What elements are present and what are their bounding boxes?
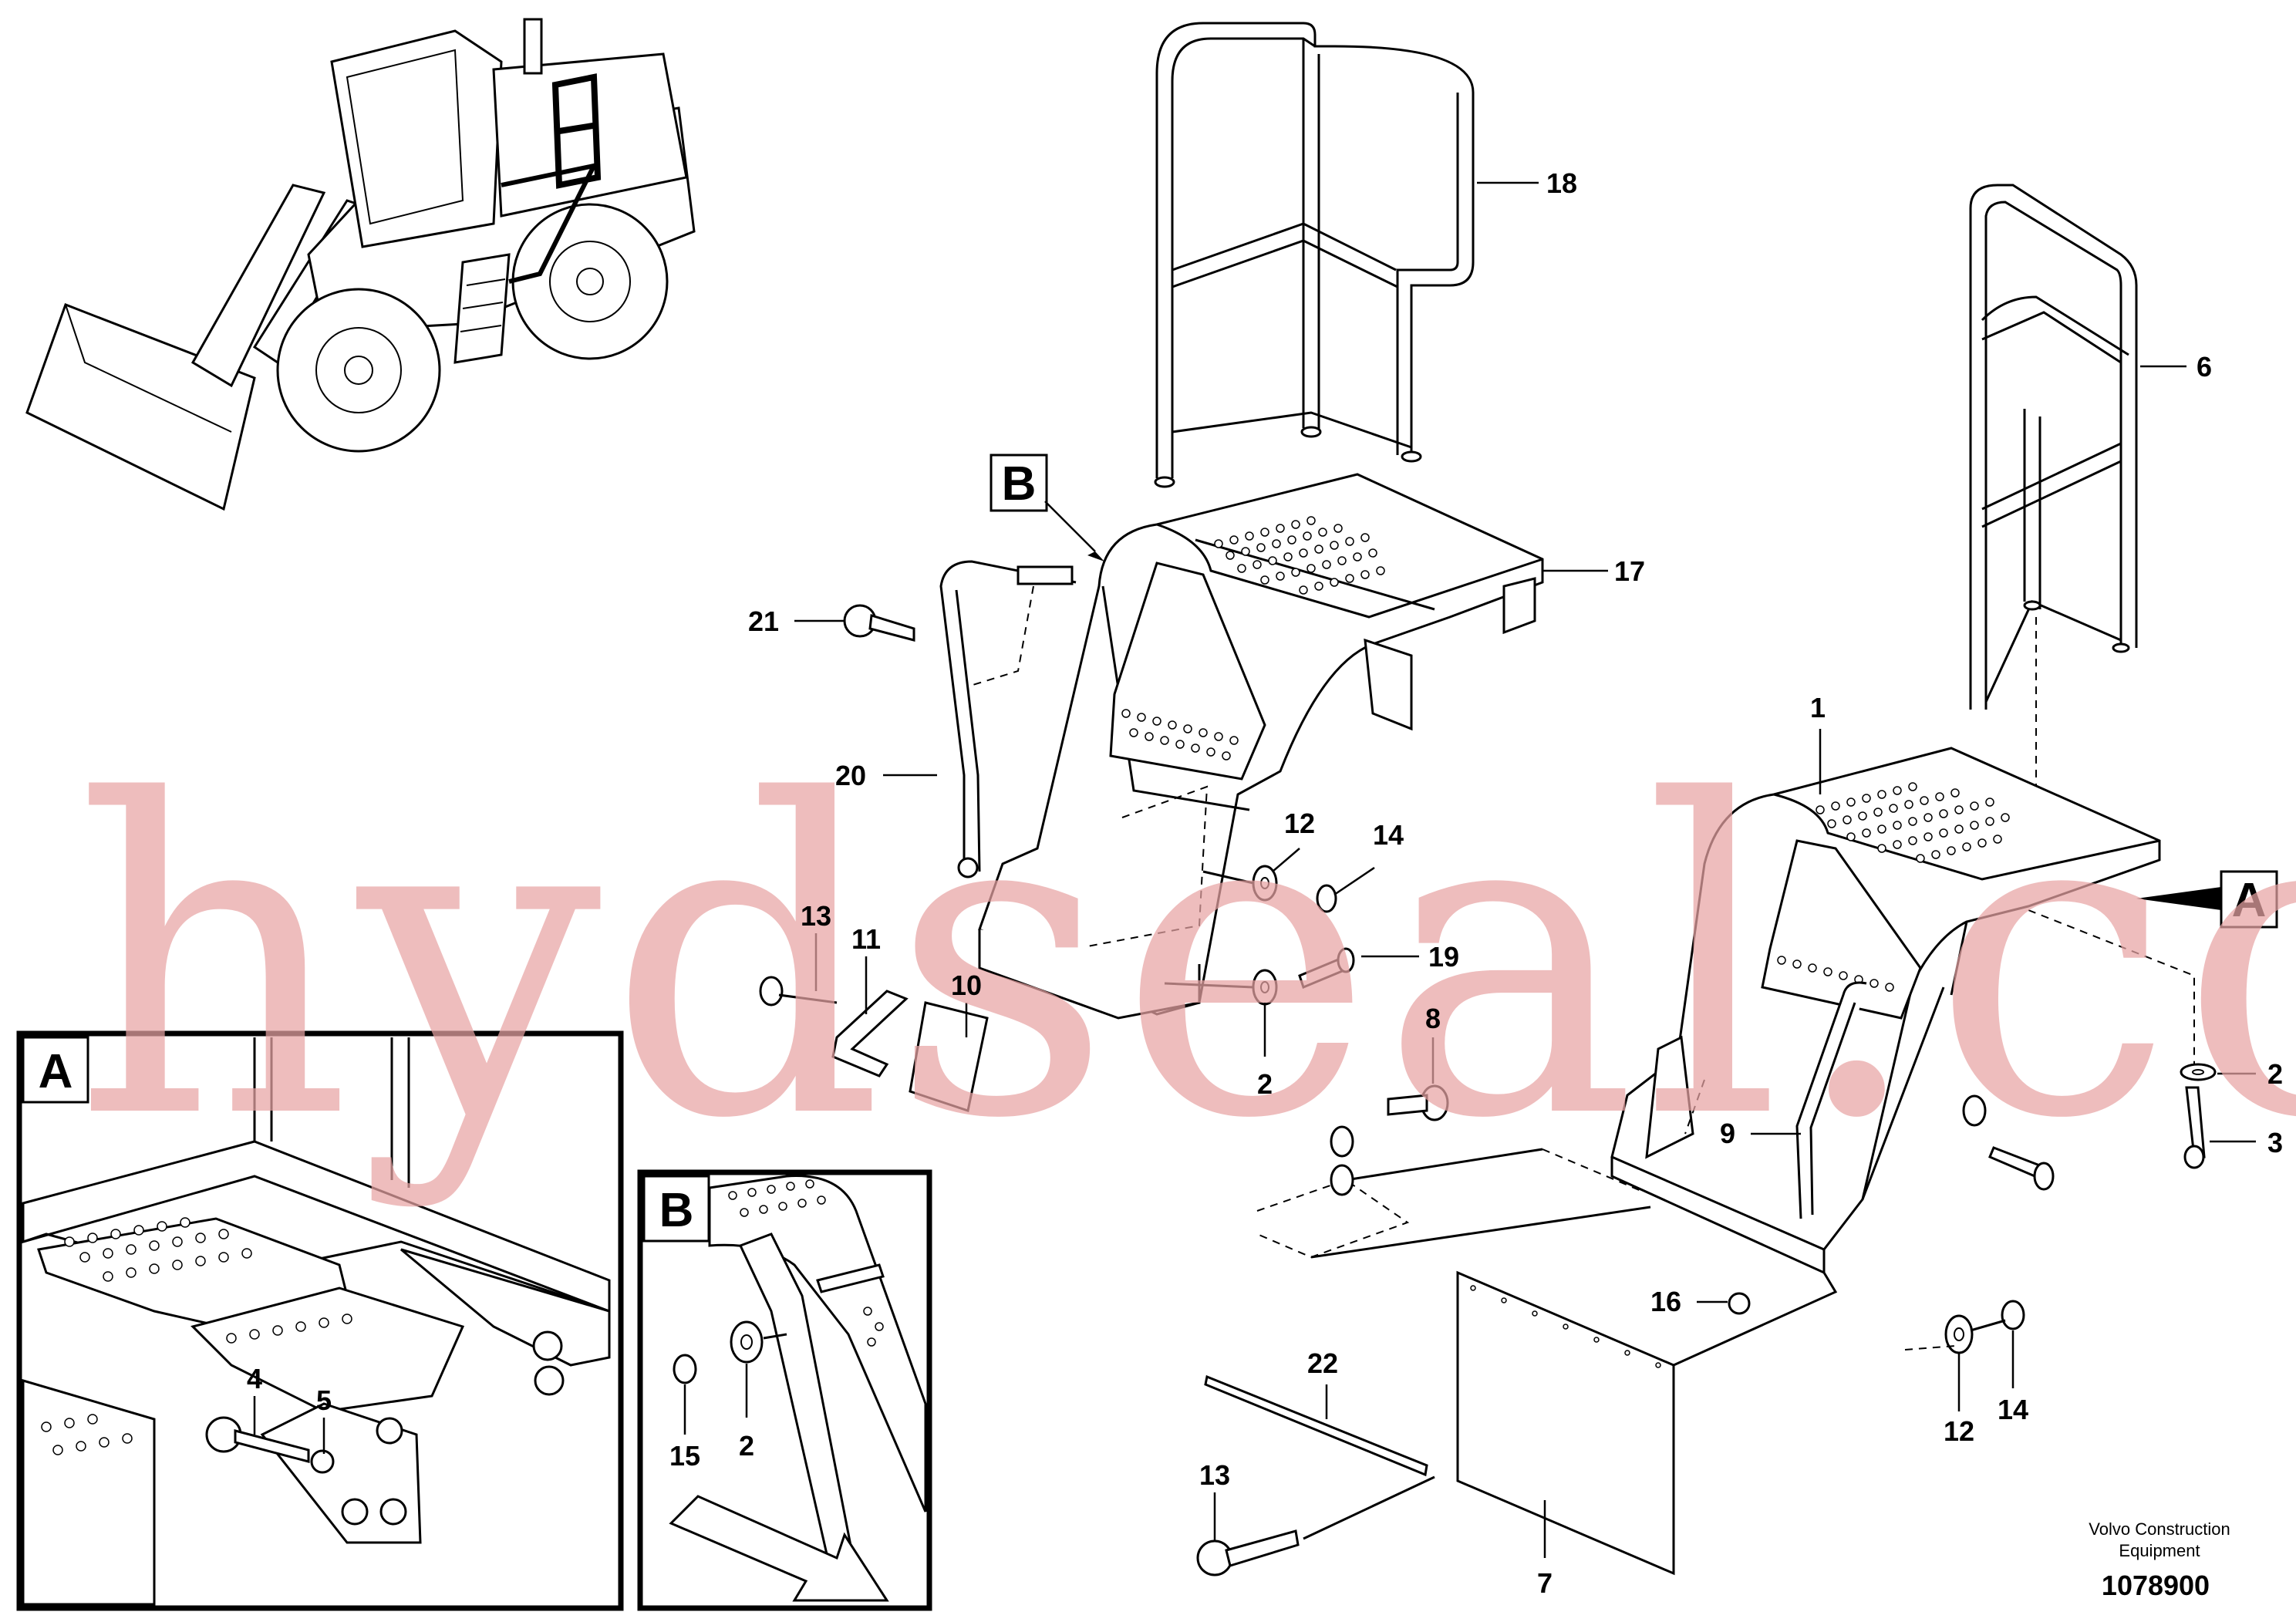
callout-2: 2 — [1257, 1068, 1273, 1100]
view-b-marker-label: B — [1002, 457, 1037, 511]
bolt-icon — [1256, 1037, 1651, 1259]
callout-7: 7 — [1537, 1567, 1553, 1599]
bracket-plates — [759, 929, 1201, 1112]
drawing-number: 1078900 — [2102, 1570, 2210, 1601]
callout-17: 17 — [1614, 555, 1645, 587]
step-platform-icon — [1610, 729, 2195, 1275]
callout-6: 6 — [2197, 351, 2212, 383]
perforation-pattern — [728, 1179, 884, 1347]
view-a-box-label: A — [39, 1045, 73, 1098]
callout-2: 2 — [2267, 1058, 2283, 1090]
perforation-pattern — [1121, 516, 1385, 760]
handrail-icon — [1969, 184, 2186, 895]
callout-9: 9 — [1720, 1118, 1735, 1149]
callout-18: 18 — [1546, 167, 1577, 199]
perforation-pattern — [41, 1217, 352, 1455]
callout-20: 20 — [835, 760, 866, 791]
publisher-line-2: Equipment — [2119, 1541, 2200, 1560]
callout-labels: 1 2 2 2 3 4 5 6 7 8 9 10 11 12 12 13 13 … — [247, 167, 2283, 1599]
washer-icon — [1697, 1063, 2256, 1411]
detail-view-b: B — [637, 1169, 932, 1611]
callout-1: 1 — [1810, 692, 1826, 723]
callout-14: 14 — [1998, 1394, 2028, 1425]
callout-13: 13 — [801, 900, 831, 932]
step-platform-icon — [978, 473, 1608, 1016]
callout-3: 3 — [2267, 1127, 2283, 1158]
callout-13: 13 — [1199, 1459, 1230, 1491]
callout-22: 22 — [1307, 1347, 1338, 1379]
handrail-icon — [1154, 22, 1539, 488]
view-b-marker: B — [990, 454, 1104, 561]
mud-flap — [1196, 1270, 1838, 1576]
perforation-pattern — [1777, 782, 2010, 992]
callout-12: 12 — [1284, 808, 1315, 839]
callout-11: 11 — [851, 923, 881, 955]
callout-19: 19 — [1428, 941, 1459, 973]
callout-5: 5 — [316, 1384, 332, 1416]
bolt-icon — [794, 585, 1034, 687]
publisher-line-1: Volvo Construction — [2089, 1519, 2230, 1539]
grab-handle — [883, 560, 1077, 878]
callout-21: 21 — [748, 605, 779, 637]
callout-14: 14 — [1373, 819, 1404, 851]
callout-15: 15 — [669, 1440, 700, 1472]
callout-16: 16 — [1650, 1286, 1681, 1317]
view-a-marker-label: A — [2232, 874, 2267, 927]
callout-12: 12 — [1944, 1415, 1974, 1447]
callout-10: 10 — [951, 969, 982, 1001]
callout-4: 4 — [247, 1363, 262, 1394]
footer: Volvo Construction Equipment 1078900 — [2089, 1519, 2230, 1601]
washer-icon — [1164, 848, 1419, 1057]
callout-8: 8 — [1425, 1003, 1441, 1034]
view-b-box-label: B — [659, 1184, 694, 1237]
detail-view-a: A — [16, 1030, 624, 1611]
direction-arrow-icon — [669, 1495, 889, 1602]
watermark: hydseal.com — [73, 710, 2296, 1213]
view-a-marker: A — [2136, 870, 2278, 929]
callout-2: 2 — [739, 1430, 754, 1462]
wheel-loader-icon — [25, 18, 696, 511]
